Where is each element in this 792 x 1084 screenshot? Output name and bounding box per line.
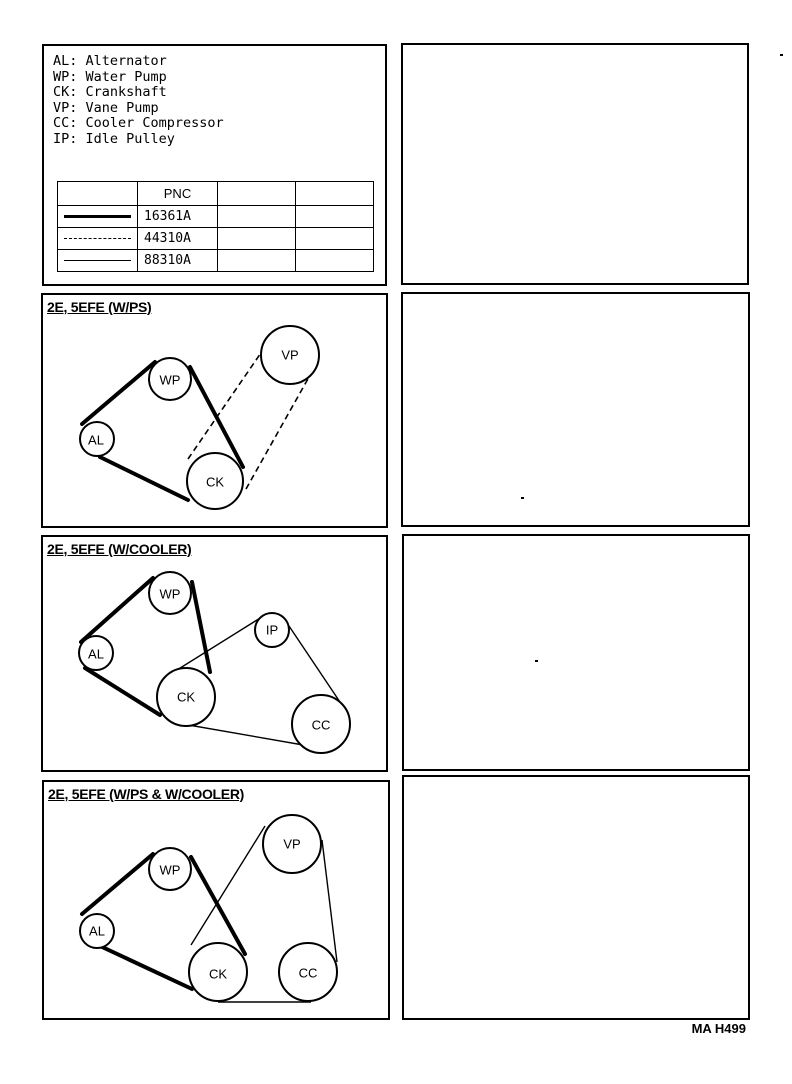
- pulley-wp: [148, 847, 192, 891]
- dashed-line-swatch: [57, 227, 138, 250]
- blank-panel-4: [402, 775, 750, 1020]
- label-al: AL: [88, 433, 104, 448]
- pulley-vp: [262, 814, 322, 874]
- pulley-cc: [291, 694, 351, 754]
- blank-panel-3: [402, 534, 750, 771]
- belt-diagram-wps: WP AL CK VP: [79, 325, 320, 510]
- label-ck: CK: [209, 967, 227, 982]
- pulley-al: [78, 635, 114, 671]
- pulley-al: [79, 913, 115, 949]
- pnc-code: 44310A: [137, 227, 218, 250]
- pnc-header-blank: [217, 181, 296, 206]
- label-wp: WP: [160, 373, 181, 388]
- blank-panel-2: [401, 292, 750, 527]
- pnc-header: PNC: [137, 181, 218, 206]
- label-al: AL: [89, 924, 105, 939]
- label-cc: CC: [312, 718, 331, 733]
- diagram-panel-wps-wcooler: 2E, 5EFE (W/PS & W/COOLER) WP AL CK VP C: [42, 780, 390, 1020]
- label-wp: WP: [160, 587, 181, 602]
- label-cc: CC: [299, 966, 318, 981]
- label-vp: VP: [283, 837, 300, 852]
- pnc-row: 16361A: [57, 205, 374, 228]
- label-ck: CK: [206, 475, 224, 490]
- pulley-vp: [260, 325, 320, 385]
- belt-diagram-wps-wcooler: WP AL CK VP CC: [79, 814, 338, 1003]
- label-ck: CK: [177, 690, 195, 705]
- figure-code: MA H499: [691, 1021, 746, 1036]
- label-al: AL: [88, 647, 104, 662]
- pnc-code: 16361A: [137, 205, 218, 228]
- legend-panel: AL: Alternator WP: Water Pump CK: Cranks…: [42, 44, 387, 286]
- diagram-title: 2E, 5EFE (W/PS & W/COOLER): [48, 786, 244, 802]
- legend-line-vp: VP: Vane Pump: [53, 99, 159, 116]
- legend-line-ip: IP: Idle Pulley: [53, 130, 175, 147]
- speck: [521, 497, 524, 499]
- label-vp: VP: [281, 348, 298, 363]
- pnc-row: 88310A: [57, 249, 374, 272]
- abbreviation-list: AL: Alternator WP: Water Pump CK: Cranks…: [53, 53, 224, 147]
- bold-line-swatch: [57, 205, 138, 228]
- diagram-title: 2E, 5EFE (W/COOLER): [47, 541, 192, 557]
- diagram-title: 2E, 5EFE (W/PS): [47, 299, 152, 315]
- legend-line-ck: CK: Crankshaft: [53, 84, 167, 100]
- pnc-header-blank: [57, 181, 138, 206]
- speck: [535, 660, 538, 662]
- blank-panel-1: [401, 43, 749, 285]
- speck: [780, 54, 783, 56]
- pnc-header-blank: [295, 181, 374, 206]
- pnc-header-row: PNC: [57, 181, 374, 206]
- label-wp: WP: [160, 863, 181, 878]
- pulley-ip: [254, 612, 290, 648]
- legend-line-wp: WP: Water Pump: [53, 68, 167, 85]
- diagram-panel-wps: 2E, 5EFE (W/PS) WP AL CK VP: [41, 293, 388, 528]
- pulley-ck: [186, 452, 244, 510]
- pnc-row: 44310A: [57, 227, 374, 250]
- pulley-wp: [148, 357, 192, 401]
- thin-line-swatch: [57, 249, 138, 272]
- pulley-al: [79, 421, 115, 457]
- pulley-wp: [148, 571, 192, 615]
- legend-line-cc: CC: Cooler Compressor: [53, 115, 224, 131]
- pulley-ck: [156, 667, 216, 727]
- pulley-cc: [278, 942, 338, 1002]
- diagram-panel-wcooler: 2E, 5EFE (W/COOLER) WP AL CK IP CC: [41, 535, 388, 772]
- legend-line-al: AL: Alternator: [53, 53, 167, 69]
- belt-diagram-wcooler: WP AL CK IP CC: [78, 571, 351, 754]
- label-ip: IP: [266, 623, 278, 638]
- pnc-code: 88310A: [137, 249, 218, 272]
- pulley-ck: [188, 942, 248, 1002]
- pnc-table: PNC 16361A 44310A 88310A: [57, 181, 374, 272]
